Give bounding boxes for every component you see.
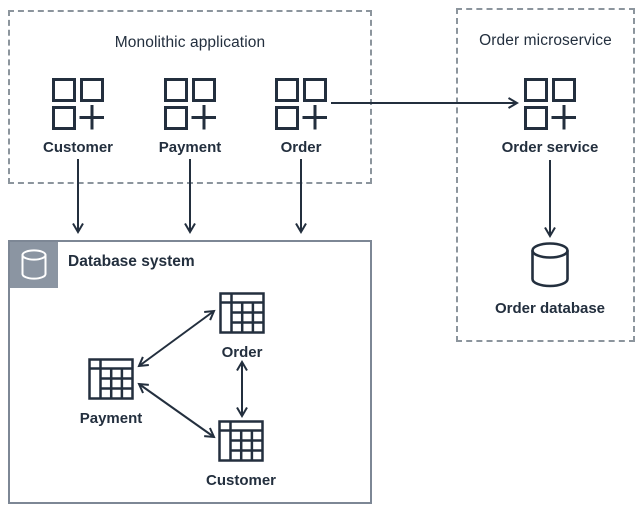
database-system-box [8,240,372,504]
payment-module-label: Payment [158,139,222,156]
order-service-label: Order service [501,139,599,156]
microservice-title: Order microservice [479,32,612,49]
node-order-database: Order database [490,242,610,317]
node-payment-table: Payment [51,358,171,427]
module-icon [274,78,327,130]
order-module-label: Order [280,139,322,156]
node-order-service: Order service [490,78,610,156]
table-icon [88,358,134,400]
order-microservice-box: Order microservice [456,8,635,342]
payment-table-label: Payment [79,410,143,427]
order-database-label: Order database [494,300,606,317]
module-icon [51,78,104,130]
table-icon [218,420,264,462]
node-customer-table: Customer [181,420,301,489]
node-payment-module: Payment [130,78,250,156]
database-badge [10,242,58,288]
database-icon [531,242,569,288]
module-icon [523,78,576,130]
module-icon [163,78,216,130]
order-table-label: Order [221,344,263,361]
customer-table-label: Customer [205,472,276,489]
monolith-title: Monolithic application [114,34,266,51]
customer-module-label: Customer [42,139,113,156]
database-system-title: Database system [68,253,195,270]
database-badge-icon [21,249,47,280]
node-order-module: Order [241,78,361,156]
node-customer-module: Customer [18,78,138,156]
node-order-table: Order [182,292,302,361]
table-icon [219,292,265,334]
